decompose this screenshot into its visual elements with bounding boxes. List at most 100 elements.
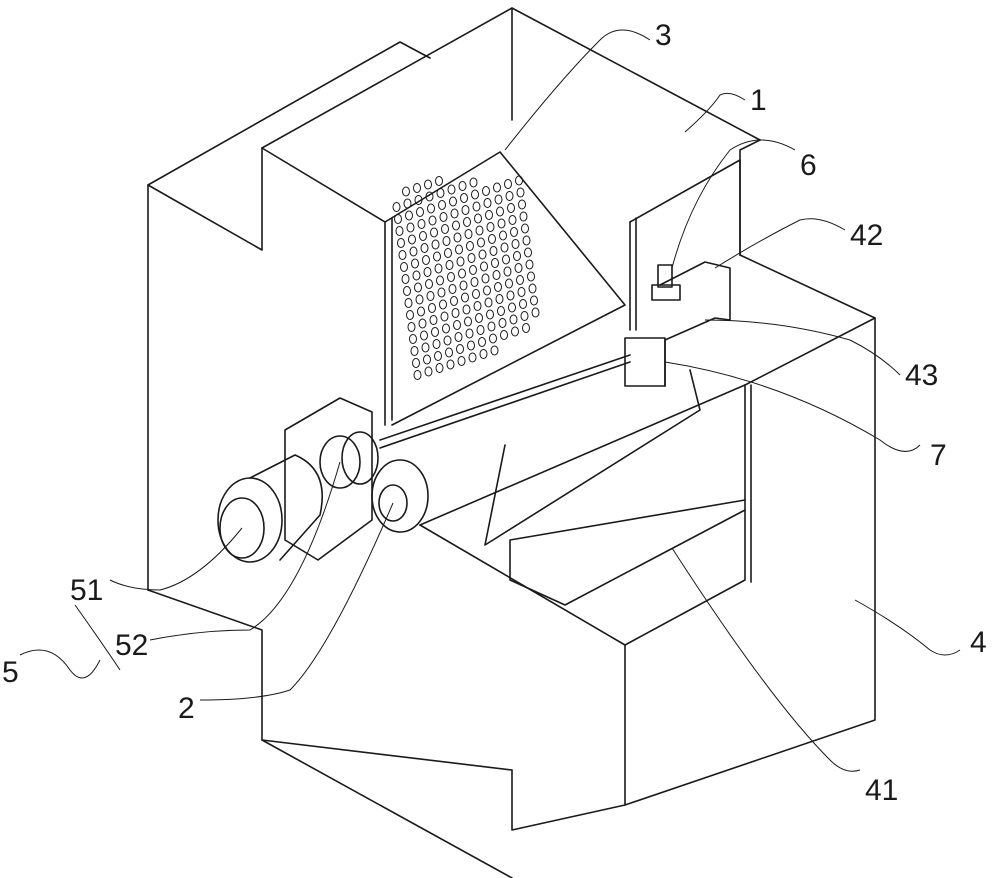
screen-hole — [459, 269, 466, 278]
screen-hole — [403, 187, 410, 196]
screen-hole — [441, 312, 448, 321]
screen-hole — [515, 264, 522, 273]
screen-hole — [420, 232, 427, 241]
screen-hole — [393, 203, 400, 212]
screen-hole — [457, 257, 464, 266]
screen-hole — [490, 334, 497, 343]
screen-hole — [440, 300, 447, 309]
screen-hole — [429, 304, 436, 313]
screen-hole — [447, 360, 454, 369]
screen-hole — [483, 187, 490, 196]
label-7: 7 — [930, 439, 947, 472]
screen-hole — [450, 197, 457, 206]
screen-hole — [519, 200, 526, 209]
screen-hole — [512, 327, 519, 336]
screen-hole — [491, 346, 498, 355]
screen-hole — [414, 184, 421, 193]
screen-hole — [472, 190, 479, 199]
screen-hole — [495, 195, 502, 204]
screen-hole — [425, 180, 432, 189]
label-1: 1 — [750, 84, 767, 117]
screen-hole — [436, 364, 443, 373]
screen-hole — [456, 245, 463, 254]
screen-hole — [510, 315, 517, 324]
screen-hole — [485, 298, 492, 307]
screen-hole — [438, 288, 445, 297]
screen-hole — [529, 284, 536, 293]
screen-hole — [428, 204, 435, 213]
screen-hole — [507, 291, 514, 300]
screen-hole — [465, 230, 472, 239]
screen-hole — [444, 336, 451, 345]
label-5: 5 — [2, 656, 19, 689]
screen-hole — [422, 343, 429, 352]
screen-hole — [435, 264, 442, 273]
screen-hole — [448, 273, 455, 282]
screen-hole — [480, 350, 487, 359]
screen-hole — [523, 324, 530, 333]
screen-hole — [477, 326, 484, 335]
screen-hole — [435, 352, 442, 361]
screen-hole — [396, 227, 403, 236]
screen-hole — [479, 338, 486, 347]
screen-hole — [496, 295, 503, 304]
label-2: 2 — [178, 692, 195, 725]
screen-hole — [457, 345, 464, 354]
screen-hole — [509, 216, 516, 225]
screen-hole — [439, 201, 446, 210]
screen-hole — [455, 333, 462, 342]
screen-hole — [406, 211, 413, 220]
screen-hole — [451, 209, 458, 218]
slider-assembly — [625, 262, 730, 386]
screen-hole — [464, 218, 471, 227]
screen-hole — [498, 219, 505, 228]
screen-hole — [434, 252, 441, 261]
screen-hole — [407, 311, 414, 320]
screen-hole — [494, 183, 501, 192]
screen-hole — [521, 312, 528, 321]
screen-hole — [517, 188, 524, 197]
screen-hole — [462, 206, 469, 215]
screen-hole — [479, 250, 486, 259]
screen-hole — [409, 235, 416, 244]
screen-hole — [454, 321, 461, 330]
screen-hole — [446, 348, 453, 357]
screen-hole — [481, 262, 488, 271]
label-4: 4 — [970, 626, 987, 659]
screen-hole — [421, 244, 428, 253]
screen-hole — [501, 243, 508, 252]
screen-hole — [475, 214, 482, 223]
screen-hole — [508, 204, 515, 213]
screen-hole — [469, 353, 476, 362]
shaft — [380, 355, 745, 545]
screen-hole — [437, 276, 444, 285]
screen-hole — [418, 220, 425, 229]
screen-hole — [443, 237, 450, 246]
reference-numerals: 3 1 6 42 43 7 4 41 2 52 51 5 — [2, 19, 987, 807]
screen-hole — [471, 278, 478, 287]
housing-left — [148, 42, 625, 878]
screen-hole — [512, 240, 519, 249]
screen-hole — [401, 263, 408, 272]
screen-hole — [431, 228, 438, 237]
screen-hole — [500, 231, 507, 240]
screen-hole — [427, 292, 434, 301]
screen-hole — [429, 216, 436, 225]
screen-hole — [523, 236, 530, 245]
screen-hole — [410, 247, 417, 256]
screen-hole — [443, 324, 450, 333]
screen-hole — [421, 331, 428, 340]
screen-hole — [499, 319, 506, 328]
screen-hole — [473, 202, 480, 211]
screen-hole — [506, 192, 513, 201]
screen-hole — [516, 176, 523, 185]
screen-hole — [416, 295, 423, 304]
screen-hole — [398, 239, 405, 248]
screen-hole — [453, 221, 460, 230]
screen-hole — [498, 307, 505, 316]
label-42: 42 — [850, 219, 883, 252]
screen-hole — [430, 316, 437, 325]
screen-hole — [418, 307, 425, 316]
